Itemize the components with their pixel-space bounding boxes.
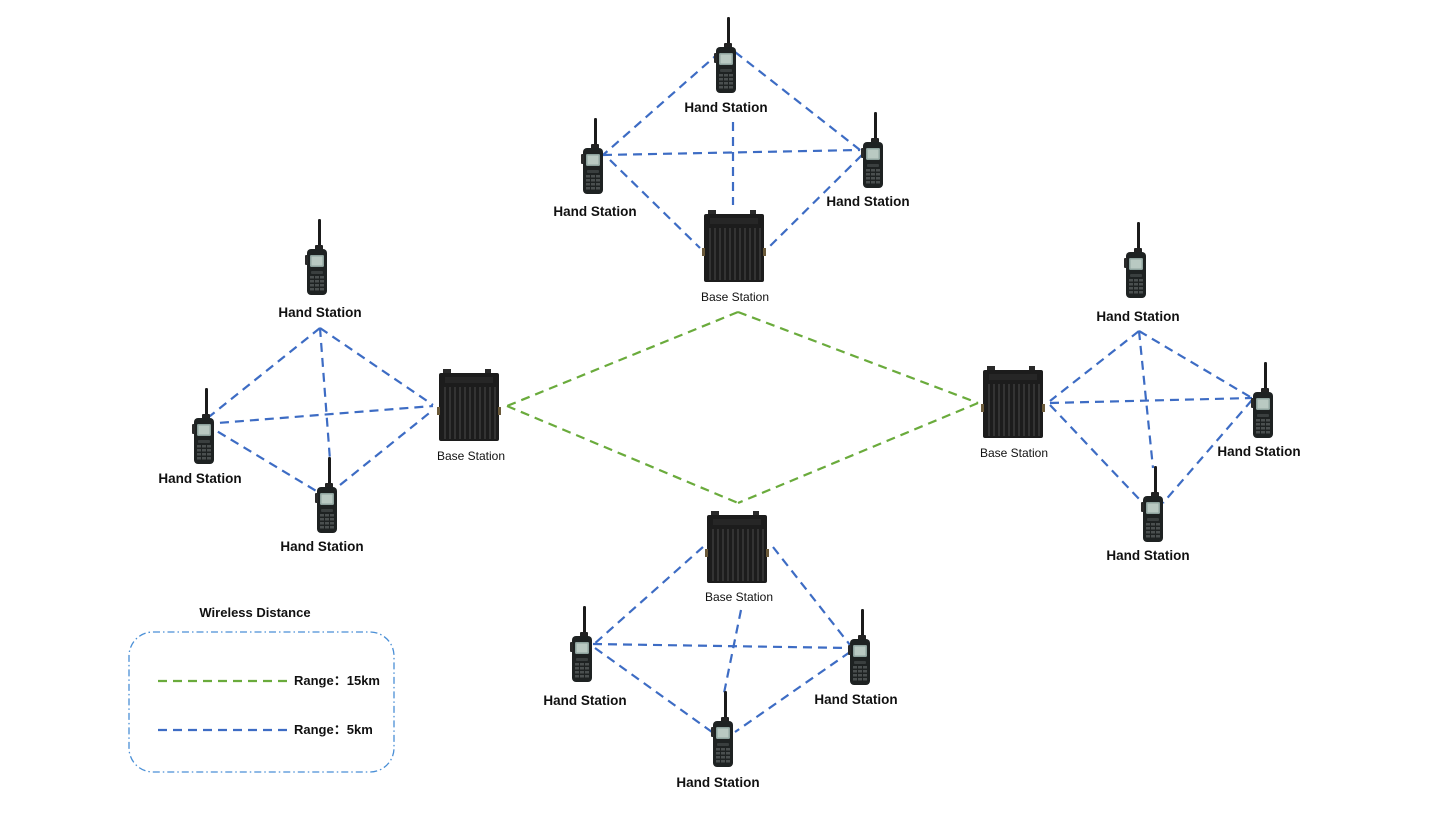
link-right-bottom [737,401,979,505]
base-station-icon [705,511,769,583]
legend-item-long-range: Range：15km [294,673,380,688]
walkie-talkie-icon [1251,362,1273,438]
walkie-talkie-icon [1141,466,1163,542]
hand-station-label: Hand Station [1106,548,1189,563]
link-left-bottom [506,404,739,505]
walkie-talkie-icon [1124,222,1146,298]
walkie-talkie-icon [570,606,592,682]
hand-station-label: Hand Station [814,692,897,707]
walkie-talkie-icon [711,691,733,767]
walkie-talkie-icon [192,388,214,464]
base-station-label: Base Station [701,290,769,304]
hand-station-label: Hand Station [1217,444,1300,459]
base-station-label: Base Station [980,446,1048,460]
base-station-icon [981,366,1045,438]
base-station-label: Base Station [705,590,773,604]
base-station-icon [702,210,766,282]
base-station-label: Base Station [437,449,505,463]
hand-station-label: Hand Station [278,305,361,320]
link-top-right [737,310,979,405]
hand-station-label: Hand Station [826,194,909,209]
hand-station-label: Hand Station [1096,309,1179,324]
long-range-links [506,310,979,505]
walkie-talkie-icon [581,118,603,194]
base-station-icon [437,369,501,441]
walkie-talkie-icon [714,17,736,93]
hand-station-label: Hand Station [676,775,759,790]
hand-station-label: Hand Station [543,693,626,708]
top-cluster-links [602,51,863,249]
legend-box [128,631,395,773]
walkie-talkie-icon [315,457,337,533]
hand-station-label: Hand Station [684,100,767,115]
right-cluster-links [1049,330,1253,504]
left-cluster-links [204,327,434,493]
hand-station-label: Hand Station [553,204,636,219]
link-top-left [506,310,739,408]
walkie-talkie-icon [861,112,883,188]
walkie-talkie-icon [305,219,327,295]
legend-item-short-range: Range：5km [294,722,373,737]
hand-station-label: Hand Station [158,471,241,486]
legend-title: Wireless Distance [199,605,310,620]
legend: Wireless Distance Range：15km Range：5km [128,605,395,773]
bottom-cluster-links [592,546,851,733]
walkie-talkie-icon [848,609,870,685]
hand-station-label: Hand Station [280,539,363,554]
